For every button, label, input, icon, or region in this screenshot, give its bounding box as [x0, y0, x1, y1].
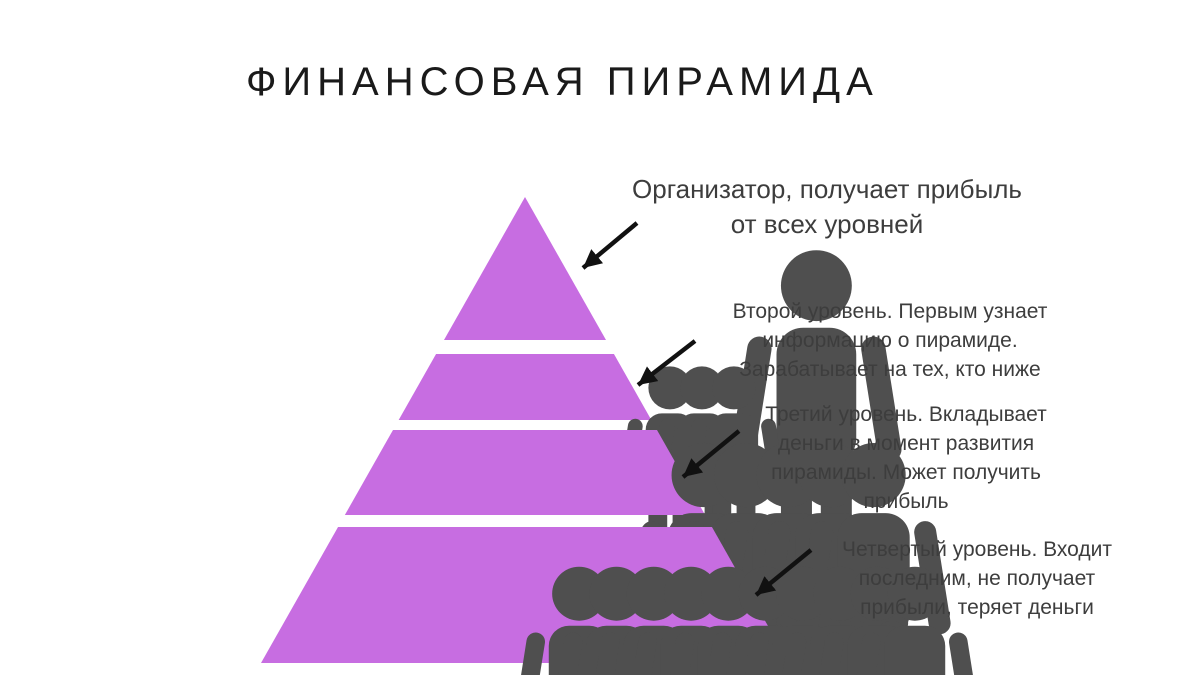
level-2-description: Второй уровень. Первым узнает информацию…: [732, 300, 1048, 381]
pyramid-level-2: [398, 354, 652, 420]
arrow-icon-level-4: [754, 548, 813, 597]
level-3-description: Третий уровень. Вкладывает деньги в моме…: [765, 403, 1047, 513]
pyramid-level-3: [344, 430, 706, 515]
arrow-icon-level-1: [581, 221, 639, 270]
level-4-description: Четвертый уровень. Входит последним, не …: [842, 538, 1112, 619]
level-1-description: Организатор, получает прибыль от всех ур…: [632, 174, 1022, 239]
pyramid-levels: [261, 197, 982, 675]
page-title: ФИНАНСОВАЯ ПИРАМИДА: [246, 60, 879, 104]
arrow-icon-level-2: [636, 339, 697, 387]
pyramid-level-1: [443, 197, 607, 340]
arrow-icon-level-3: [681, 429, 741, 479]
pointer-arrows: [581, 221, 813, 597]
